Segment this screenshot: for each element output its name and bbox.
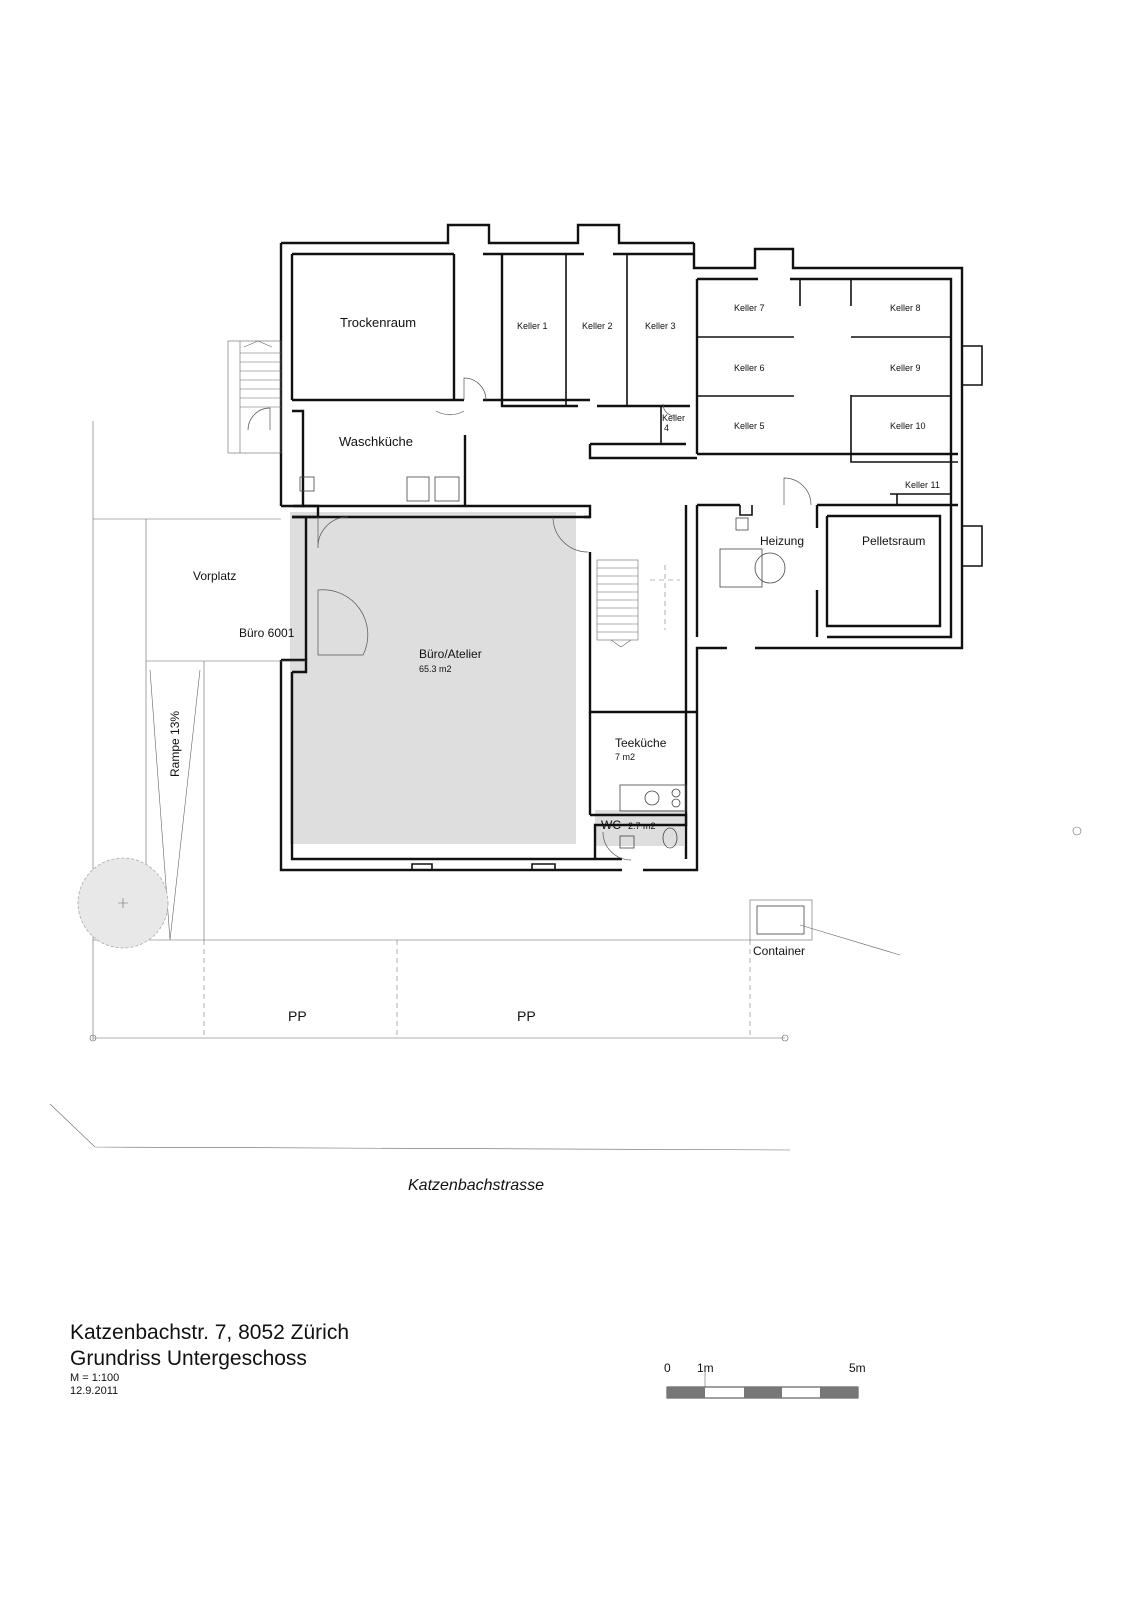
label-waschkueche: Waschküche <box>339 434 413 449</box>
label-vorplatz: Vorplatz <box>193 569 236 583</box>
label-wc: WC <box>601 818 621 832</box>
office-area-highlight <box>290 512 576 844</box>
label-parking-left: PP <box>288 1008 307 1024</box>
label-street: Katzenbachstrasse <box>408 1177 544 1194</box>
scale-text: M = 1:100 <box>70 1372 120 1384</box>
label-trockenraum: Trockenraum <box>340 315 416 330</box>
label-wc-area: 2.7 m2 <box>628 821 656 831</box>
site-features <box>49 421 1082 1151</box>
label-parking-right: PP <box>517 1008 536 1024</box>
label-keller-5: Keller 5 <box>734 421 765 431</box>
label-buero-atelier: Büro/Atelier <box>419 647 482 661</box>
date-text: 12.9.2011 <box>70 1385 119 1397</box>
staircase <box>227 340 680 648</box>
fixtures <box>299 476 786 849</box>
label-keller-6: Keller 6 <box>734 363 765 373</box>
label-keller-2: Keller 2 <box>582 321 613 331</box>
label-keller-1: Keller 1 <box>517 321 548 331</box>
label-keller-7: Keller 7 <box>734 303 765 313</box>
scale-label-0: 0 <box>664 1361 671 1375</box>
label-keller-8: Keller 8 <box>890 303 921 313</box>
label-container: Container <box>753 944 805 958</box>
label-rampe: Rampe 13% <box>168 711 182 777</box>
scale-label-1m: 1m <box>697 1361 714 1375</box>
label-heizung: Heizung <box>760 534 804 548</box>
plan-title: Grundriss Untergeschoss <box>70 1347 307 1370</box>
exterior-walls <box>279 223 983 872</box>
keller-4-label-line: Keller <box>662 413 686 423</box>
title-block: Katzenbachstr. 7, 8052 Zürich Grundriss … <box>70 1320 349 1398</box>
label-pelletsraum: Pelletsraum <box>862 534 925 548</box>
label-buero-atelier-area: 65.3 m2 <box>419 664 452 674</box>
keller-4-label-line: 4 <box>664 423 670 433</box>
label-teekueche-area: 7 m2 <box>615 752 635 762</box>
label-keller-3: Keller 3 <box>645 321 676 331</box>
interior-walls <box>292 254 958 859</box>
label-teekueche: Teeküche <box>615 736 667 750</box>
room-labels: Trockenraum Waschküche Keller 1 Keller 2… <box>168 303 940 1194</box>
label-keller-11: Keller 11 <box>905 480 940 490</box>
label-keller-9: Keller 9 <box>890 363 921 373</box>
doors <box>247 377 812 861</box>
address-title: Katzenbachstr. 7, 8052 Zürich <box>70 1321 349 1344</box>
scale-label-5m: 5m <box>849 1361 866 1375</box>
label-buero-6001: Büro 6001 <box>239 626 295 640</box>
label-keller-10: Keller 10 <box>890 421 926 431</box>
scale-bar: 0 1m 5m <box>664 1361 866 1399</box>
